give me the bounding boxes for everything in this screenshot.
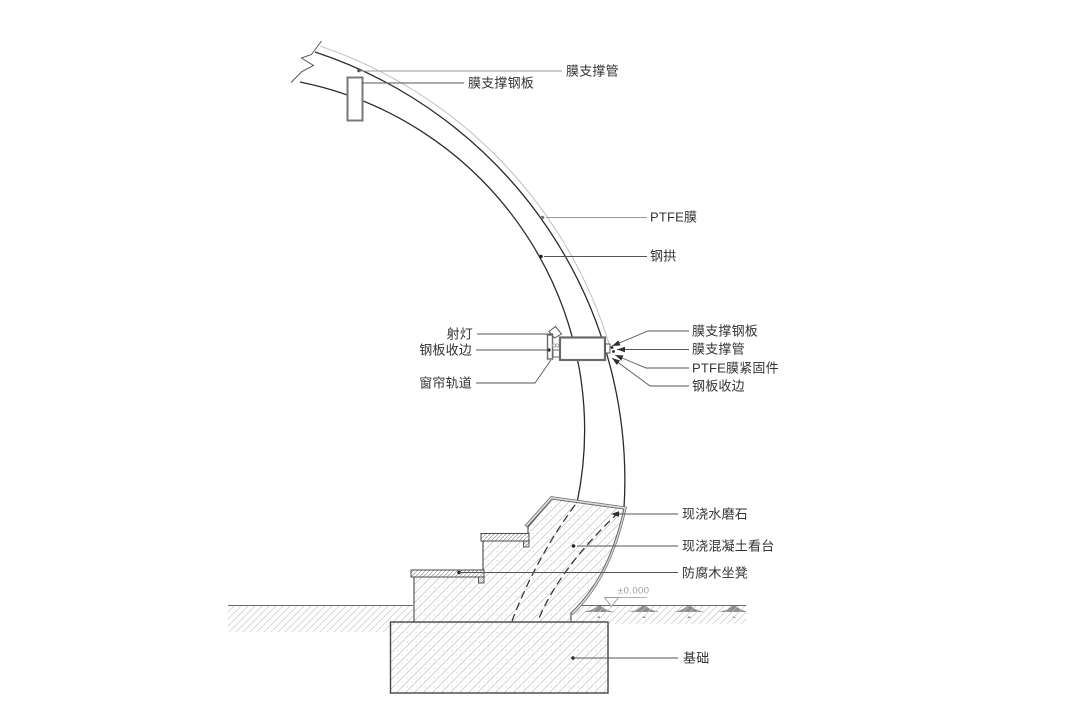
- steel-arch-inner-line: [299, 81, 586, 504]
- hidden-arch-lines: [511, 504, 620, 622]
- curtain-track-roller-2: [555, 343, 560, 348]
- leader-curtain-track: [476, 359, 552, 384]
- level-marker-value: ±0.000: [618, 585, 650, 597]
- callout-ptfe-membrane-fastener: PTFE膜紧固件: [692, 360, 779, 376]
- arrow-edge-right: [612, 358, 621, 366]
- membrane-support-plate-top: [346, 76, 364, 122]
- callout-membrane-support-tube-top: 膜支撑管: [566, 63, 619, 79]
- bench-board-2-lip: [523, 540, 530, 548]
- bench-board-1-lip: [478, 576, 485, 584]
- callout-steel-arch: 钢拱: [650, 248, 677, 264]
- leader-dot-steel-arch: [539, 254, 543, 259]
- callout-membrane-support-tube-mid: 膜支撑管: [692, 341, 745, 357]
- foundation-hatch: [389, 621, 609, 694]
- detail-junction-box: [558, 336, 607, 362]
- arch: [290, 40, 626, 509]
- callout-curtain-track: 窗帘轨道: [419, 375, 472, 391]
- fastener-bolt-2: [612, 350, 615, 353]
- callout-membrane-support-plate-top: 膜支撑钢板: [468, 75, 535, 91]
- callout-foundation: 基础: [683, 650, 710, 666]
- arrow-ptfe-fastener: [615, 355, 624, 361]
- wood-bench-boards: [410, 533, 530, 584]
- callout-steel-plate-edge-right: 钢板收边: [692, 378, 745, 394]
- leader-membrane-plate-mid: [611, 330, 689, 347]
- ptfe-membrane-curve: [319, 45, 611, 348]
- wood-bench-board-1: [410, 569, 485, 578]
- leader-dot-stand: [571, 544, 576, 548]
- ground-right: [573, 604, 746, 624]
- arrow-membrane-plate-mid: [612, 340, 621, 346]
- callout-membrane-support-plate-mid: 膜支撑钢板: [692, 323, 759, 339]
- terrazzo-finish-band: [524, 496, 627, 615]
- leader-edge-right: [611, 357, 689, 387]
- steel-edge-plate-left: [546, 334, 554, 360]
- leader-dot-ptfe: [540, 215, 545, 220]
- leaders: [357, 68, 689, 660]
- callout-ptfe-membrane: PTFE膜: [650, 209, 698, 225]
- level-marker-triangle: [603, 597, 620, 608]
- hidden-arch-dashed-right: [537, 511, 620, 622]
- membrane-fastener: [605, 343, 611, 354]
- steel-arch-outer-line: [314, 51, 626, 509]
- leader-dot-membrane-tube-top: [357, 68, 361, 73]
- level-marker: [603, 597, 647, 608]
- fastener-bolt-1: [610, 346, 614, 349]
- ground-left: [228, 604, 413, 632]
- foundation-block: [389, 621, 609, 694]
- callout-preservative-wood-bench: 防腐木坐凳: [682, 565, 749, 581]
- ground-hatch-left: [228, 606, 413, 632]
- callout-steel-plate-edge-left: 钢板收边: [419, 342, 472, 358]
- wood-bench-board-2: [480, 533, 530, 542]
- callout-cast-in-place-terrazzo: 现浇水磨石: [682, 506, 749, 522]
- callout-spotlight: 射灯: [446, 326, 473, 342]
- break-mark: [290, 40, 322, 83]
- leader-ptfe-fastener: [614, 354, 689, 369]
- arrow-terrazzo: [611, 511, 619, 517]
- hidden-arch-dashed-left: [511, 504, 576, 622]
- junction-detail: [546, 325, 615, 362]
- ground-hatch-right: [576, 606, 746, 624]
- arrow-membrane-tube-mid: [617, 346, 625, 353]
- callout-cast-in-place-concrete-stand: 现浇混凝土看台: [682, 538, 775, 554]
